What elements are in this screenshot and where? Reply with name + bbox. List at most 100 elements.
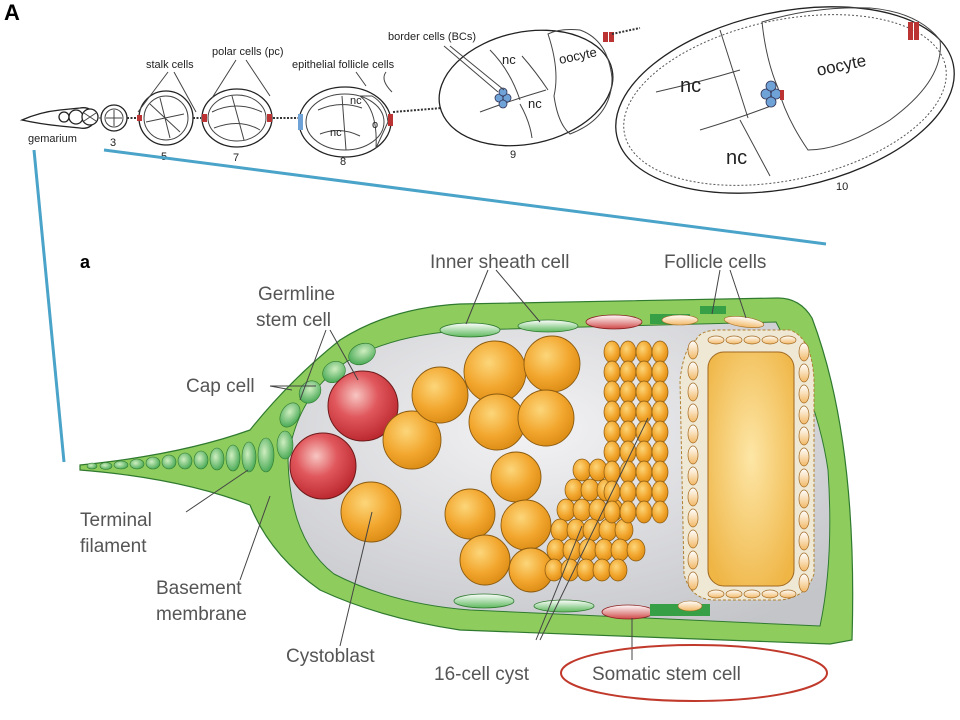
cyst-cell <box>603 380 621 404</box>
cyst-cell <box>651 420 669 444</box>
label-germline-2: stem cell <box>256 310 331 331</box>
inner-sheath-cells-bottom <box>453 593 710 620</box>
sixteen-cell-cyst-upper <box>603 340 669 524</box>
cyst-cell <box>564 478 584 502</box>
label-terminal-2: filament <box>80 536 147 557</box>
cyst-cell <box>550 518 570 542</box>
follicle-cell <box>779 335 797 345</box>
follicle-cell <box>798 573 810 593</box>
germline-stem-cell-upper <box>327 370 399 442</box>
oocyte-cell <box>707 351 795 587</box>
stage-label-10: 10 <box>836 181 848 193</box>
highlight-somatic-stem-cell <box>560 644 828 702</box>
follicle-cell <box>798 342 810 362</box>
label-cap-cell: Cap cell <box>186 376 255 397</box>
follicle-cell <box>687 361 699 381</box>
cyst-cell <box>603 420 621 444</box>
cyst-cell <box>572 458 592 482</box>
budding-egg-chamber <box>679 329 815 601</box>
terminal-filament-cells <box>86 437 275 473</box>
cyst-cell <box>635 360 653 384</box>
egg-chamber-stage-9: border cells (BCs) nc nc oocyte 9 <box>388 29 614 161</box>
cyst-cell <box>651 360 669 384</box>
follicle-cell <box>798 489 810 509</box>
follicle-cell <box>761 335 779 345</box>
label-gemarium: gemarium <box>28 133 77 145</box>
stage-label-8: 8 <box>340 156 346 168</box>
cyst-cell <box>582 518 602 542</box>
zoom-line-right <box>103 148 827 246</box>
label-16-cell-cyst: 16-cell cyst <box>434 664 530 685</box>
cyst-cell <box>619 360 637 384</box>
sixteen-cell-cyst-lower <box>544 458 646 582</box>
cyst-cell <box>651 340 669 364</box>
panel-a: A gemarium 3 5 <box>4 0 955 194</box>
germarium-sketch: gemarium <box>19 107 99 145</box>
stage-label-3: 3 <box>110 137 116 149</box>
label-epithelial-follicle: epithelial follicle cells <box>292 59 395 71</box>
cyst-cell <box>544 558 564 582</box>
cyst-cell <box>619 480 637 504</box>
cyst-cell <box>603 340 621 364</box>
cyst-cell <box>635 440 653 464</box>
follicle-cell <box>687 445 699 465</box>
cyst-cell <box>592 558 612 582</box>
cyst-cell <box>619 500 637 524</box>
cyst-cell <box>619 420 637 444</box>
follicle-cell <box>687 508 699 528</box>
follicle-cell <box>798 468 810 488</box>
bottom-label-leaders <box>185 269 747 660</box>
label-cystoblast: Cystoblast <box>286 646 375 667</box>
label-inner-sheath-cell: Inner sheath cell <box>430 252 569 273</box>
top-label-leaders: stalk cells polar cells (pc) epithelial … <box>137 46 395 113</box>
label-nc-stage9-b: nc <box>528 96 542 111</box>
egg-chamber-stage-3: 3 <box>99 104 128 149</box>
stage-label-9: 9 <box>510 149 516 161</box>
cyst-cell <box>619 380 637 404</box>
follicle-cell <box>798 510 810 530</box>
panel-letter-A: A <box>4 0 20 25</box>
follicle-cell <box>687 487 699 507</box>
cyst-cell <box>576 558 596 582</box>
cyst-cell <box>619 340 637 364</box>
cyst-cell <box>651 380 669 404</box>
follicle-cell <box>779 589 797 599</box>
orange-cyst-cells <box>340 335 581 593</box>
follicle-cell <box>761 589 779 599</box>
label-follicle-cells: Follicle cells <box>664 252 766 273</box>
label-basement-2: membrane <box>156 604 247 625</box>
egg-chamber-stage-10: nc nc oocyte 10 <box>611 6 955 194</box>
cyst-cell <box>603 400 621 424</box>
follicle-cell <box>798 405 810 425</box>
follicle-cell <box>798 363 810 383</box>
cyst-cell <box>556 498 576 522</box>
cyst-cell <box>626 538 646 562</box>
follicle-cell <box>798 447 810 467</box>
cyst-cell <box>635 480 653 504</box>
label-terminal-1: Terminal <box>80 510 152 531</box>
egg-chamber-stage-8: nc nc o 8 <box>273 86 393 168</box>
panel-b: a <box>79 252 854 702</box>
label-somatic-stem-cell: Somatic stem cell <box>592 664 741 685</box>
cyst-cell <box>635 380 653 404</box>
follicle-cell <box>798 426 810 446</box>
egg-chamber-stage-7: 7 <box>193 88 273 164</box>
label-border-cells: border cells (BCs) <box>388 31 476 43</box>
follicle-cell <box>687 571 699 591</box>
cyst-cell <box>572 498 592 522</box>
cyst-cell <box>566 518 586 542</box>
follicle-cell <box>798 552 810 572</box>
cyst-cell <box>651 400 669 424</box>
cyst-cell <box>608 558 628 582</box>
egg-chamber-stage-5: 5 <box>127 90 194 163</box>
label-basement-1: Basement <box>156 578 242 599</box>
follicle-cell <box>687 529 699 549</box>
follicle-cell <box>687 340 699 360</box>
stage-label-7: 7 <box>233 152 239 164</box>
cyst-cell <box>651 480 669 504</box>
cyst-cell <box>619 460 637 484</box>
cyst-cell <box>651 440 669 464</box>
follicle-cell <box>707 589 725 599</box>
follicle-cell <box>687 550 699 570</box>
